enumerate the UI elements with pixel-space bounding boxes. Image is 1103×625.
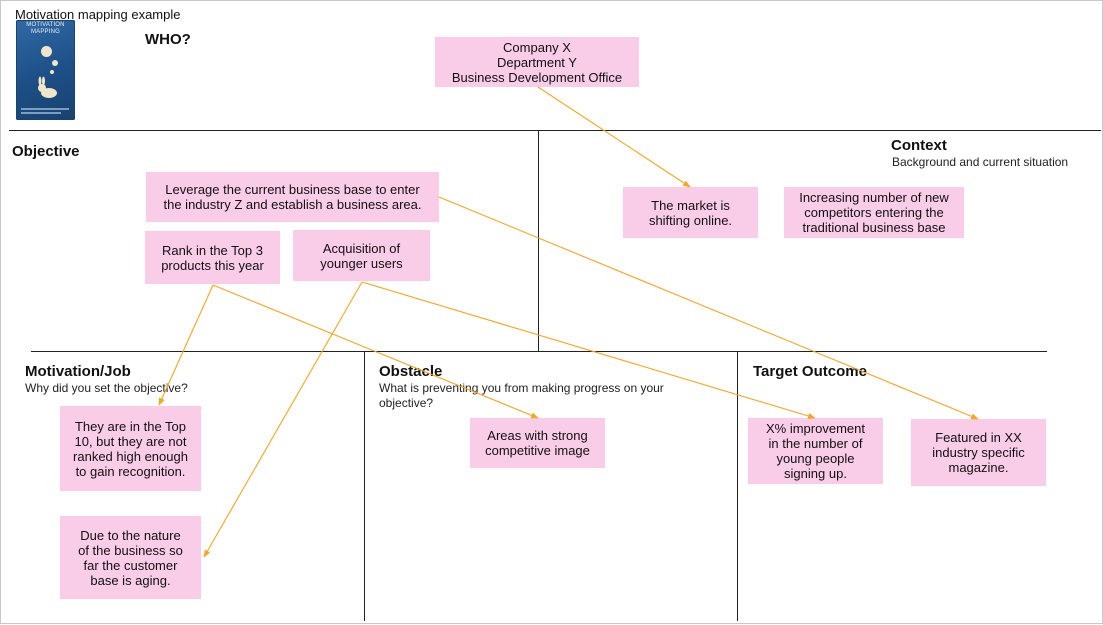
note-line: industry specific <box>932 445 1025 460</box>
note-motivation-aging-customers: Due to the nature of the business so far… <box>60 516 201 599</box>
arrow-younger-to-aging <box>203 281 363 558</box>
book-subtitle-line <box>21 112 61 114</box>
divider-obstacle-target <box>737 352 738 621</box>
note-company-department: Company X Department Y Business Developm… <box>435 37 639 87</box>
note-objective-younger-users: Acquisition of younger users <box>293 230 430 281</box>
note-line: traditional business base <box>802 220 946 235</box>
note-line: far the customer <box>83 557 178 573</box>
note-line: of the business so <box>78 542 183 558</box>
note-line: competitors entering the <box>804 205 944 220</box>
section-title-objective: Objective <box>12 143 80 160</box>
thought-bubble-icon <box>41 46 52 57</box>
rabbit-icon <box>38 76 57 98</box>
note-line: Leverage the current business base to en… <box>165 182 420 197</box>
section-title-context: Context <box>891 137 947 154</box>
note-line: to gain recognition. <box>75 463 186 479</box>
note-line: ranked high enough <box>73 448 188 464</box>
section-subtitle-context: Background and current situation <box>892 155 1069 169</box>
note-target-magazine: Featured in XX industry specific magazin… <box>911 419 1046 486</box>
note-context-competitors: Increasing number of new competitors ent… <box>784 187 964 238</box>
book-title-line2: MAPPING <box>30 29 61 35</box>
note-line: the industry Z and establish a business … <box>163 197 422 212</box>
note-line: young people <box>776 451 855 466</box>
note-line: Increasing number of new <box>799 190 949 205</box>
note-line: They are in the Top <box>74 418 187 434</box>
note-line: competitive image <box>485 443 590 458</box>
note-objective-top3: Rank in the Top 3 products this year <box>145 231 280 284</box>
book-title-line1: MOTIVATION <box>26 22 65 28</box>
note-line: Areas with strong <box>487 428 588 443</box>
note-line: The market is <box>651 197 730 213</box>
book-subtitle-line <box>21 108 69 110</box>
note-obstacle-competitive-image: Areas with strong competitive image <box>470 418 605 468</box>
thought-dot-icon <box>52 60 58 66</box>
divider-objective-context <box>538 131 539 352</box>
note-line: shifting online. <box>648 212 733 228</box>
note-line: Featured in XX <box>935 430 1022 445</box>
note-line: Acquisition of <box>322 240 401 256</box>
section-title-obstacle: Obstacle <box>379 363 443 380</box>
note-line: Rank in the Top 3 <box>162 242 263 258</box>
section-title-motivation: Motivation/Job <box>25 363 131 380</box>
note-line: X% improvement <box>766 421 865 436</box>
arrow-who-to-market <box>537 86 691 188</box>
motivation-mapping-book-cover-image: MOTIVATION MAPPING <box>16 20 75 120</box>
note-line: base is aging. <box>90 572 171 588</box>
who-label: WHO? <box>145 31 191 48</box>
note-line: 10, but they are not <box>74 433 187 449</box>
section-subtitle-motivation: Why did you set the objective? <box>25 381 188 395</box>
note-target-young-signups: X% improvement in the number of young pe… <box>748 418 883 484</box>
note-line: Business Development Office <box>451 69 623 85</box>
note-line: Company X <box>503 39 571 55</box>
note-line: Due to the nature <box>80 527 181 543</box>
note-line: magazine. <box>948 460 1009 475</box>
note-motivation-top10: They are in the Top 10, but they are not… <box>60 406 201 491</box>
note-line: in the number of <box>768 436 863 451</box>
section-title-target-outcome: Target Outcome <box>753 363 867 380</box>
divider-header <box>9 130 1101 131</box>
thought-dot-small-icon <box>50 70 54 74</box>
note-line: younger users <box>320 255 403 271</box>
note-line: signing up. <box>784 466 847 481</box>
note-line: Department Y <box>497 54 577 70</box>
section-subtitle-obstacle: What is preventing you from making progr… <box>379 381 664 410</box>
divider-middle <box>31 351 1047 352</box>
divider-motivation-obstacle <box>364 352 365 621</box>
diagram-caption: Motivation mapping example <box>15 7 181 22</box>
note-line: products this year <box>161 257 264 273</box>
note-objective-enter-industry: Leverage the current business base to en… <box>146 172 439 222</box>
note-context-market-online: The market is shifting online. <box>623 187 758 238</box>
